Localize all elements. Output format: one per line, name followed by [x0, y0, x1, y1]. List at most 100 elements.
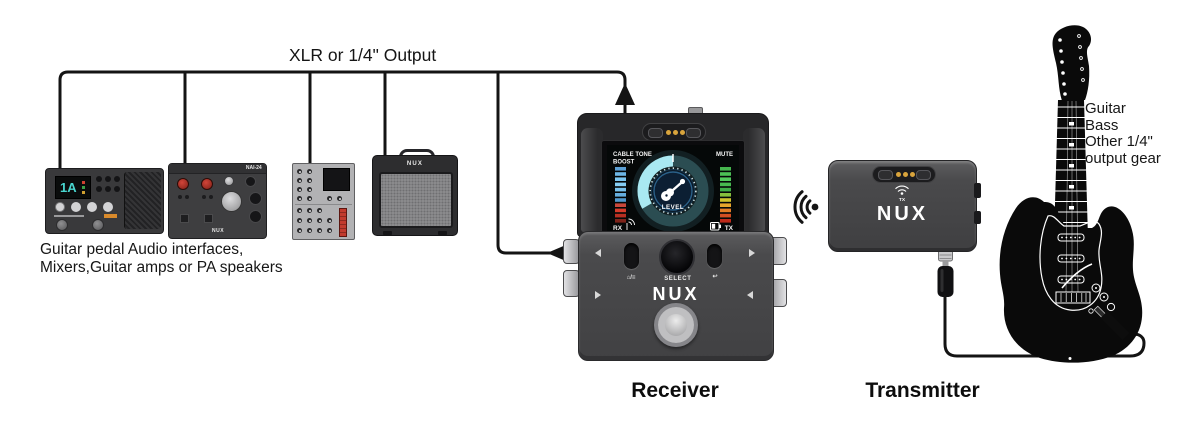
left-arrow	[547, 244, 567, 262]
mixer-screen	[323, 168, 350, 191]
interface-small-knob	[224, 176, 234, 186]
contact-dot-2	[673, 129, 678, 135]
guitar-caption-line4: output gear	[1085, 149, 1161, 167]
guitar-whammy-bar	[1061, 263, 1093, 289]
jack-arrow-top-left	[595, 249, 601, 257]
battery-icon	[710, 222, 721, 231]
expression-pedal	[124, 172, 161, 229]
output-bus-cable	[58, 70, 627, 170]
pedal-screen-pixels	[82, 181, 85, 184]
transmitter-side-button-1	[974, 183, 981, 198]
amp-grille	[379, 172, 453, 228]
mixer-divider	[295, 204, 352, 205]
cable-tone-label: CABLE TONE	[613, 152, 652, 158]
interface-button-2	[204, 214, 213, 223]
transmitter-label: Transmitter	[865, 379, 980, 402]
interface-dot-row	[178, 195, 182, 199]
back-button	[707, 244, 722, 268]
select-label: SELECT	[664, 275, 692, 282]
mute-label: MUTE	[716, 152, 733, 158]
receiver-display-bezel: CABLE TONE BOOST MUTE	[601, 140, 745, 238]
amp-feet	[383, 231, 392, 235]
guitar-caption-line1: Guitar	[1085, 100, 1126, 117]
devices-caption-line2: Mixers,Guitar amps or PA speakers	[40, 258, 283, 276]
device-audio-interface: NAI-24 NUX	[168, 163, 267, 239]
signal-meter-right	[720, 167, 731, 223]
receiver-side-output-branch	[496, 72, 566, 255]
transmitter-nux-logo: NUX	[876, 203, 929, 225]
mixer-knob-grid-bottom-caps	[298, 209, 301, 212]
contact-dot-3	[680, 129, 685, 135]
guitar-caption-line2: Bass	[1085, 116, 1119, 134]
tuner-gauge: LEVEL	[637, 154, 709, 227]
receiver-display-dock: CABLE TONE BOOST MUTE	[577, 113, 769, 238]
transmitter-side-button-2	[974, 211, 981, 224]
tx-contact-dot-3	[910, 172, 915, 177]
guitar-output-jack	[1088, 308, 1094, 314]
amp-brand-label: NUX	[406, 160, 424, 167]
antenna-icon	[626, 218, 635, 230]
receiver-charging-contacts	[642, 123, 706, 141]
select-knob	[659, 239, 695, 275]
jack-arrow-mid-right	[747, 291, 753, 299]
pedal-knob-cluster	[96, 176, 102, 182]
devices-caption: Guitar pedal Audio interfaces, Mixers,Gu…	[40, 241, 283, 276]
tx-contact-oval-left	[878, 170, 893, 180]
transmitter-quarter-inch-plug	[937, 247, 954, 297]
interface-black-knob-top	[245, 176, 256, 187]
device-mixer	[292, 163, 355, 240]
device-guitar-amp: NUX	[372, 147, 458, 240]
tx-badge: TX	[899, 197, 906, 203]
interface-brand-label: NUX	[212, 228, 225, 234]
guitar-caption: Guitar Bass Other 1/4" output gear	[1085, 100, 1161, 167]
wireless-waves-icon	[793, 190, 819, 224]
interface-model-label: NAI-24	[246, 165, 262, 171]
devices-caption-line1: Guitar pedal Audio interfaces,	[40, 241, 244, 258]
guitar-headstock	[1052, 25, 1091, 101]
pedal-footswitch-left	[56, 219, 68, 231]
guitar-bridge	[1055, 291, 1091, 304]
transmitter-unit: TX NUX	[828, 160, 981, 252]
interface-button-1	[180, 214, 189, 223]
pedal-footswitch-right	[92, 219, 104, 231]
home-menu-label: ⌂/≡	[626, 274, 636, 281]
transmitter-charging-contacts	[872, 166, 936, 183]
guitar-pickguard	[1039, 215, 1103, 311]
tx-contact-dot-2	[903, 172, 908, 177]
guitar-knobs	[1091, 283, 1116, 312]
pedal-orange-badge	[104, 214, 117, 218]
dock-right-wing	[743, 128, 765, 232]
contact-oval-left	[648, 127, 663, 138]
up-arrow	[615, 83, 635, 105]
guitar-icon	[661, 178, 686, 201]
back-label: ↩	[712, 273, 718, 280]
cable-label: XLR or 1/4" Output	[289, 45, 436, 65]
level-label: LEVEL	[662, 204, 684, 211]
contact-dot-1	[666, 129, 671, 135]
guitar-caption-line3: Other 1/4"	[1085, 133, 1153, 150]
receiver-pedal-base: ⌂/≡ SELECT ↩ NUX	[578, 231, 774, 361]
interface-gain-knob-1	[177, 178, 189, 190]
interface-gain-knob-2	[201, 178, 213, 190]
contact-oval-right	[686, 127, 701, 138]
electric-guitar-illustration	[999, 25, 1143, 363]
signal-meter-left	[615, 167, 626, 223]
mixer-fader	[339, 208, 347, 237]
boost-label: BOOST	[613, 160, 635, 166]
rx-label: RX	[613, 225, 623, 232]
dock-left-wing	[581, 128, 603, 232]
receiver-footswitch	[654, 303, 698, 347]
pedal-button-row	[55, 202, 65, 212]
instrument-cable	[943, 294, 1146, 358]
mixer-knob-grid-top-caps	[298, 170, 301, 173]
interface-top-strip	[169, 164, 266, 174]
receiver-nux-logo: NUX	[652, 284, 700, 304]
jack-arrow-mid-left	[595, 291, 601, 299]
tx-contact-dot-1	[896, 172, 901, 177]
tx-label: TX	[725, 225, 734, 232]
pedal-label-strip	[54, 215, 84, 217]
device-guitar-pedal: 1A	[45, 168, 164, 234]
home-menu-button	[624, 243, 639, 269]
amp-cabinet: NUX	[372, 155, 458, 236]
